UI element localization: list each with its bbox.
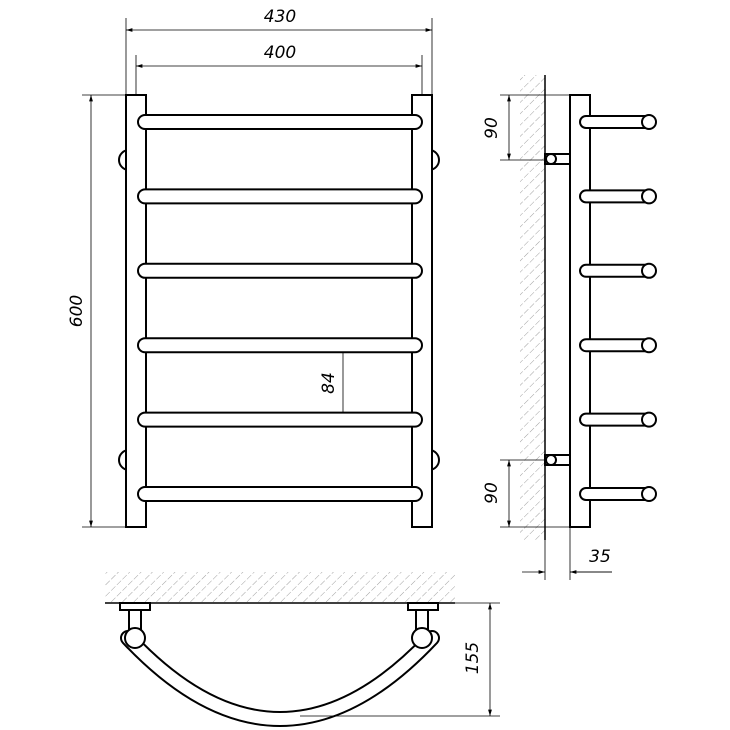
- left-upright: [125, 94, 147, 528]
- dim-overall-width: 430: [264, 7, 296, 27]
- rung-end: [641, 188, 657, 205]
- dim-rung-spacing: 84: [319, 372, 339, 394]
- rung: [137, 486, 423, 502]
- plan-view: [105, 572, 455, 727]
- bolt-right: [411, 627, 433, 649]
- plan-dimensions: 155: [300, 602, 500, 717]
- dim-depth: 155: [463, 642, 483, 674]
- dim-top-offset: 90: [482, 117, 502, 139]
- dim-height: 600: [67, 295, 87, 327]
- side-upright: [569, 94, 591, 528]
- rung: [137, 114, 423, 130]
- rung-end: [641, 411, 657, 428]
- rung-end: [641, 262, 657, 279]
- front-view: [118, 94, 440, 528]
- side-dimensions: 90 90 35: [482, 94, 612, 580]
- rung-end: [641, 114, 657, 130]
- wall-hatch-plan: [105, 572, 455, 603]
- dim-wall-distance: 35: [589, 547, 611, 567]
- right-upright: [411, 94, 433, 528]
- rungs: [137, 114, 423, 502]
- rung: [137, 411, 423, 428]
- rung: [137, 337, 423, 354]
- rung-end: [641, 337, 657, 354]
- side-view: [520, 75, 657, 540]
- dim-bottom-offset: 90: [482, 482, 502, 504]
- dim-inner-width: 400: [264, 43, 296, 63]
- front-dimensions: 430 400 600 84: [67, 7, 433, 528]
- rung: [137, 188, 423, 205]
- side-rungs: [579, 114, 657, 502]
- bolt-left: [124, 627, 146, 649]
- rung: [137, 262, 423, 279]
- rung-end: [641, 486, 657, 502]
- wall-hatch: [520, 75, 545, 540]
